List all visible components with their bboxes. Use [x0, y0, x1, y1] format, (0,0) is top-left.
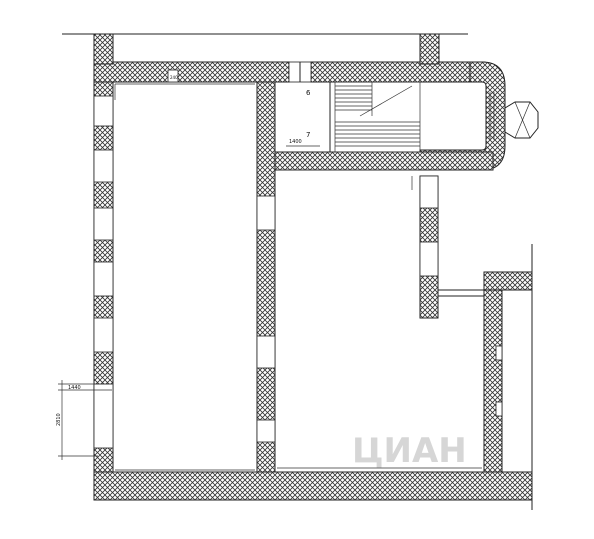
- window-left-6: [93, 383, 114, 449]
- dimension-ticks: [114, 83, 482, 471]
- dimension-left: [58, 380, 112, 460]
- wall-pier-top-right: [419, 33, 440, 65]
- room-label-7: 7: [306, 131, 310, 139]
- entrance-diag-2: [514, 101, 531, 139]
- opening-interior-1: [256, 195, 276, 231]
- niche-right-2: [495, 401, 503, 417]
- dim-label-left-v: 2810: [56, 413, 62, 426]
- wall-right-lower: [483, 271, 503, 473]
- dim-label-door: 1400: [289, 139, 302, 145]
- window-left-5: [93, 317, 114, 353]
- wall-right-return: [483, 271, 533, 291]
- opening-interior-2: [256, 335, 276, 369]
- wall-bottom: [93, 471, 533, 501]
- opening-interior-3: [256, 419, 276, 443]
- room-label-6: 6: [306, 89, 311, 97]
- window-left-1: [93, 95, 114, 127]
- opening-right-1: [419, 175, 439, 209]
- dim-box-top: [167, 69, 179, 83]
- wall-interior-vertical: [256, 81, 276, 473]
- dim-label-top: 240: [170, 75, 178, 80]
- wall-pier-top-left: [93, 33, 114, 65]
- window-left-2: [93, 149, 114, 183]
- window-left-4: [93, 261, 114, 297]
- niche-right-1: [495, 345, 503, 361]
- watermark: ЦИАН: [352, 431, 467, 471]
- wall-top-main: [93, 61, 290, 83]
- wall-stair-bottom: [257, 151, 494, 171]
- dim-label-left-h: 1440: [68, 385, 81, 391]
- staircase: [334, 81, 421, 153]
- entrance-octagon: [504, 101, 539, 139]
- wall-top-right: [310, 61, 486, 83]
- window-left-3: [93, 207, 114, 241]
- opening-right-2: [419, 241, 439, 277]
